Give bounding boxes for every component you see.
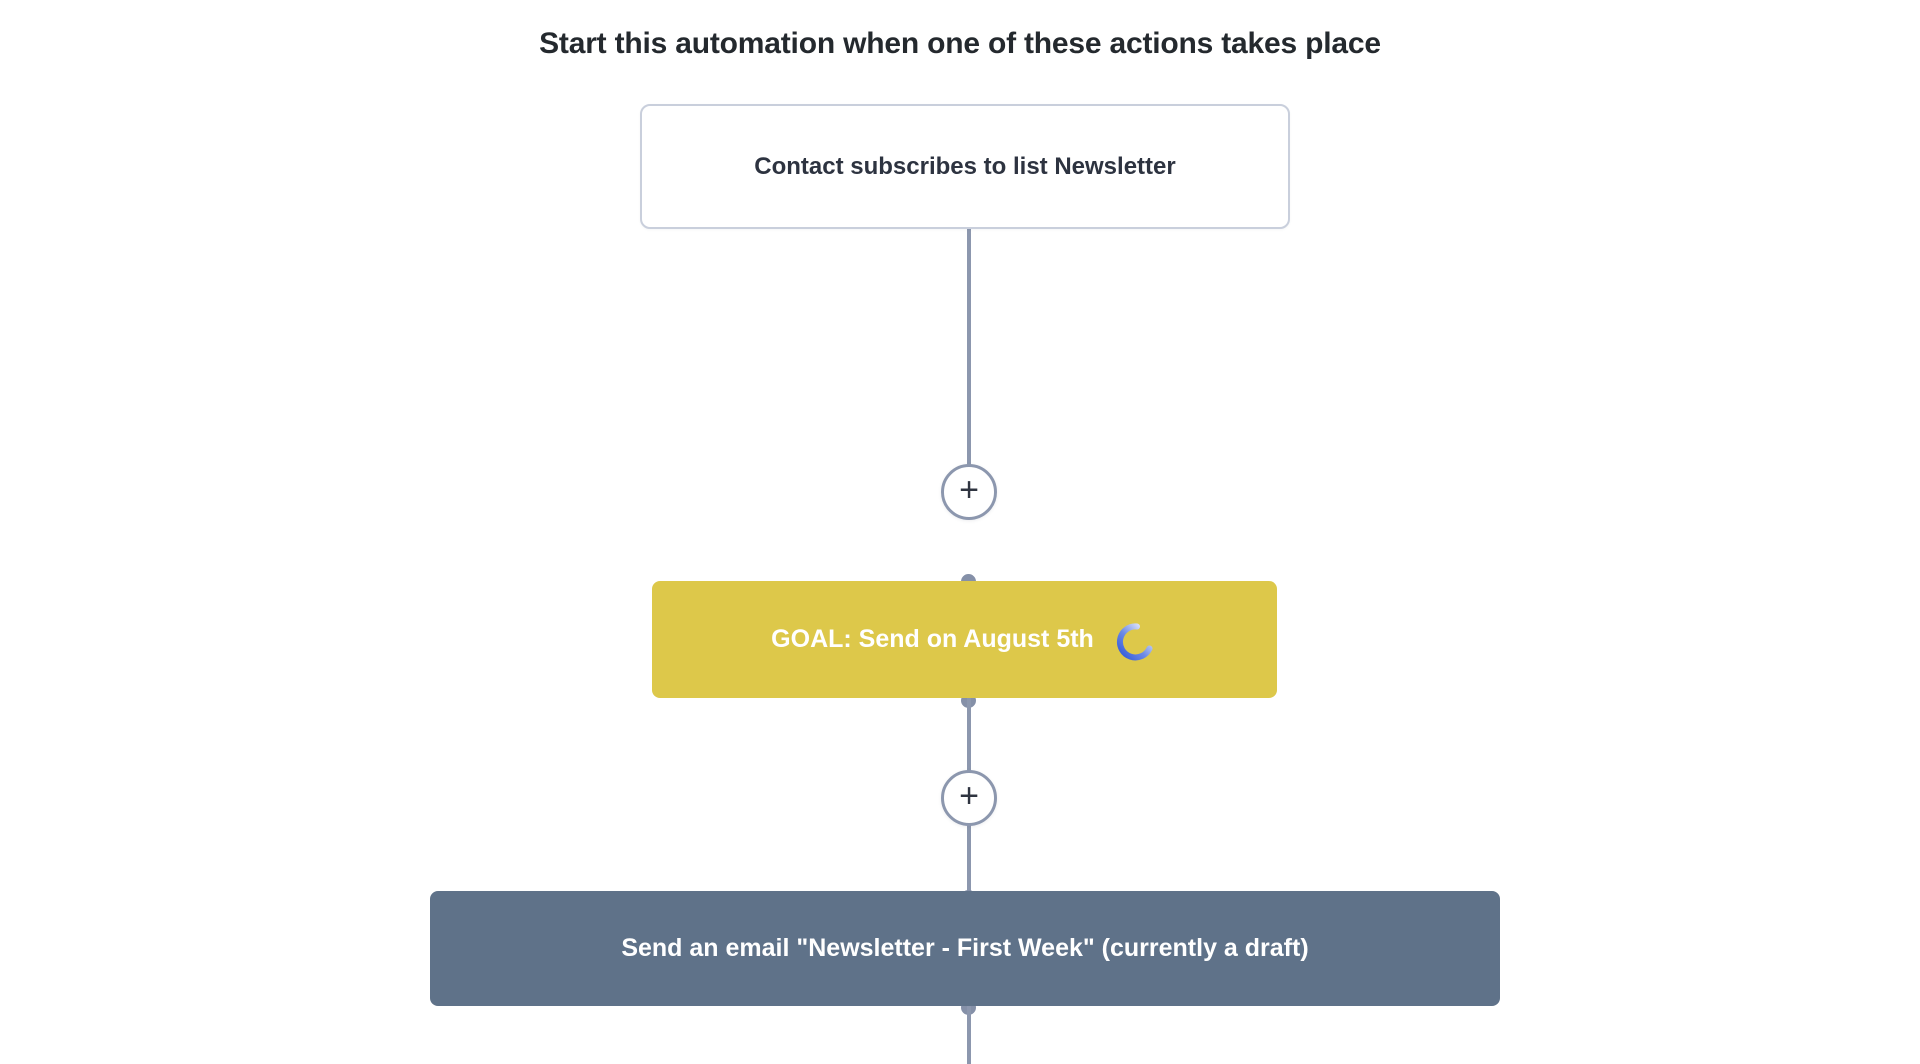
connector-line-trigger-to-goal	[967, 228, 971, 473]
node-action-send-email[interactable]: Send an email "Newsletter - First Week" …	[430, 891, 1500, 1006]
node-label: GOAL: Send on August 5th	[771, 625, 1094, 653]
node-label: Contact subscribes to list Newsletter	[754, 152, 1176, 180]
node-label: Send an email "Newsletter - First Week" …	[621, 934, 1309, 962]
plus-icon: +	[959, 471, 979, 509]
connector-line-email-to-next	[967, 1005, 971, 1064]
node-goal-send-on-date[interactable]: GOAL: Send on August 5th	[652, 581, 1277, 698]
add-step-button-1[interactable]: +	[941, 464, 997, 520]
page-title: Start this automation when one of these …	[539, 27, 1381, 60]
add-step-button-2[interactable]: +	[941, 770, 997, 826]
loading-spinner-icon	[1116, 621, 1158, 663]
node-trigger-contact-subscribes[interactable]: Contact subscribes to list Newsletter	[640, 104, 1290, 229]
plus-icon: +	[959, 777, 979, 815]
